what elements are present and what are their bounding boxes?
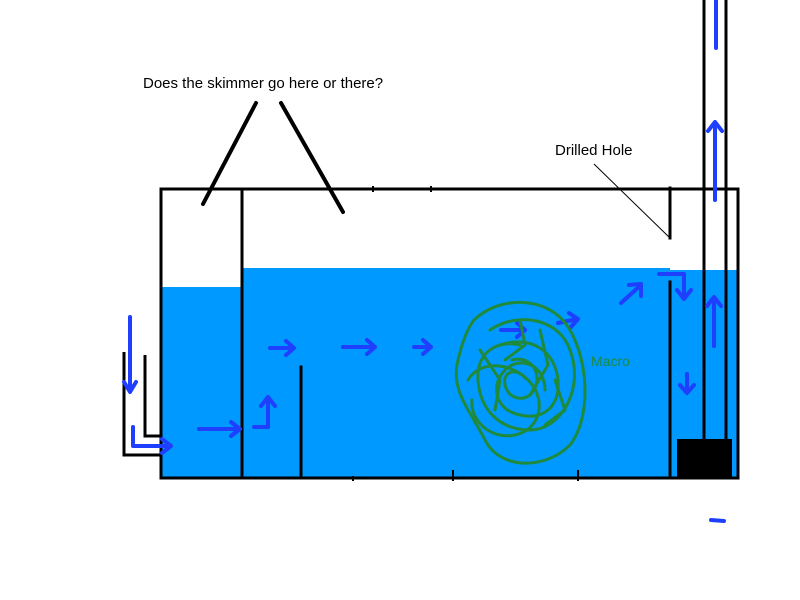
drilled-hole-leader bbox=[593, 163, 671, 239]
question-label: Does the skimmer go here or there? bbox=[143, 75, 384, 92]
flow-arrow-icon bbox=[556, 311, 580, 329]
return-pipe bbox=[702, 0, 728, 440]
flow-arrow-icon bbox=[619, 282, 643, 305]
flow-arrow-icon bbox=[131, 425, 173, 455]
macro-label: Macro bbox=[591, 353, 630, 369]
question-pointers bbox=[201, 101, 345, 214]
flow-arrows bbox=[122, 0, 726, 523]
tick-marks bbox=[241, 186, 579, 481]
inlet-pipe bbox=[122, 352, 160, 457]
flow-arrow-icon bbox=[709, 518, 726, 523]
pointer-here bbox=[201, 101, 258, 206]
flow-arrow-icon bbox=[341, 338, 377, 356]
flow-arrow-icon bbox=[657, 272, 693, 301]
flow-arrow-icon bbox=[252, 395, 277, 429]
drilled-hole-label: Drilled Hole bbox=[555, 142, 633, 159]
flow-arrow-icon bbox=[706, 120, 724, 202]
flow-arrow-icon bbox=[122, 315, 138, 394]
pointer-there bbox=[279, 101, 345, 214]
return-pump-icon bbox=[677, 439, 732, 477]
flow-arrow-icon bbox=[678, 372, 696, 395]
tank-walls bbox=[159, 187, 740, 480]
flow-arrow-icon bbox=[705, 295, 723, 348]
flow-arrow-icon bbox=[268, 339, 296, 357]
water-left-chamber bbox=[161, 287, 242, 477]
tank-outline bbox=[159, 186, 740, 480]
flow-arrow-icon bbox=[412, 338, 433, 356]
macro-scribble-icon bbox=[454, 300, 587, 465]
water bbox=[161, 268, 737, 477]
flow-arrow-icon bbox=[197, 420, 242, 438]
